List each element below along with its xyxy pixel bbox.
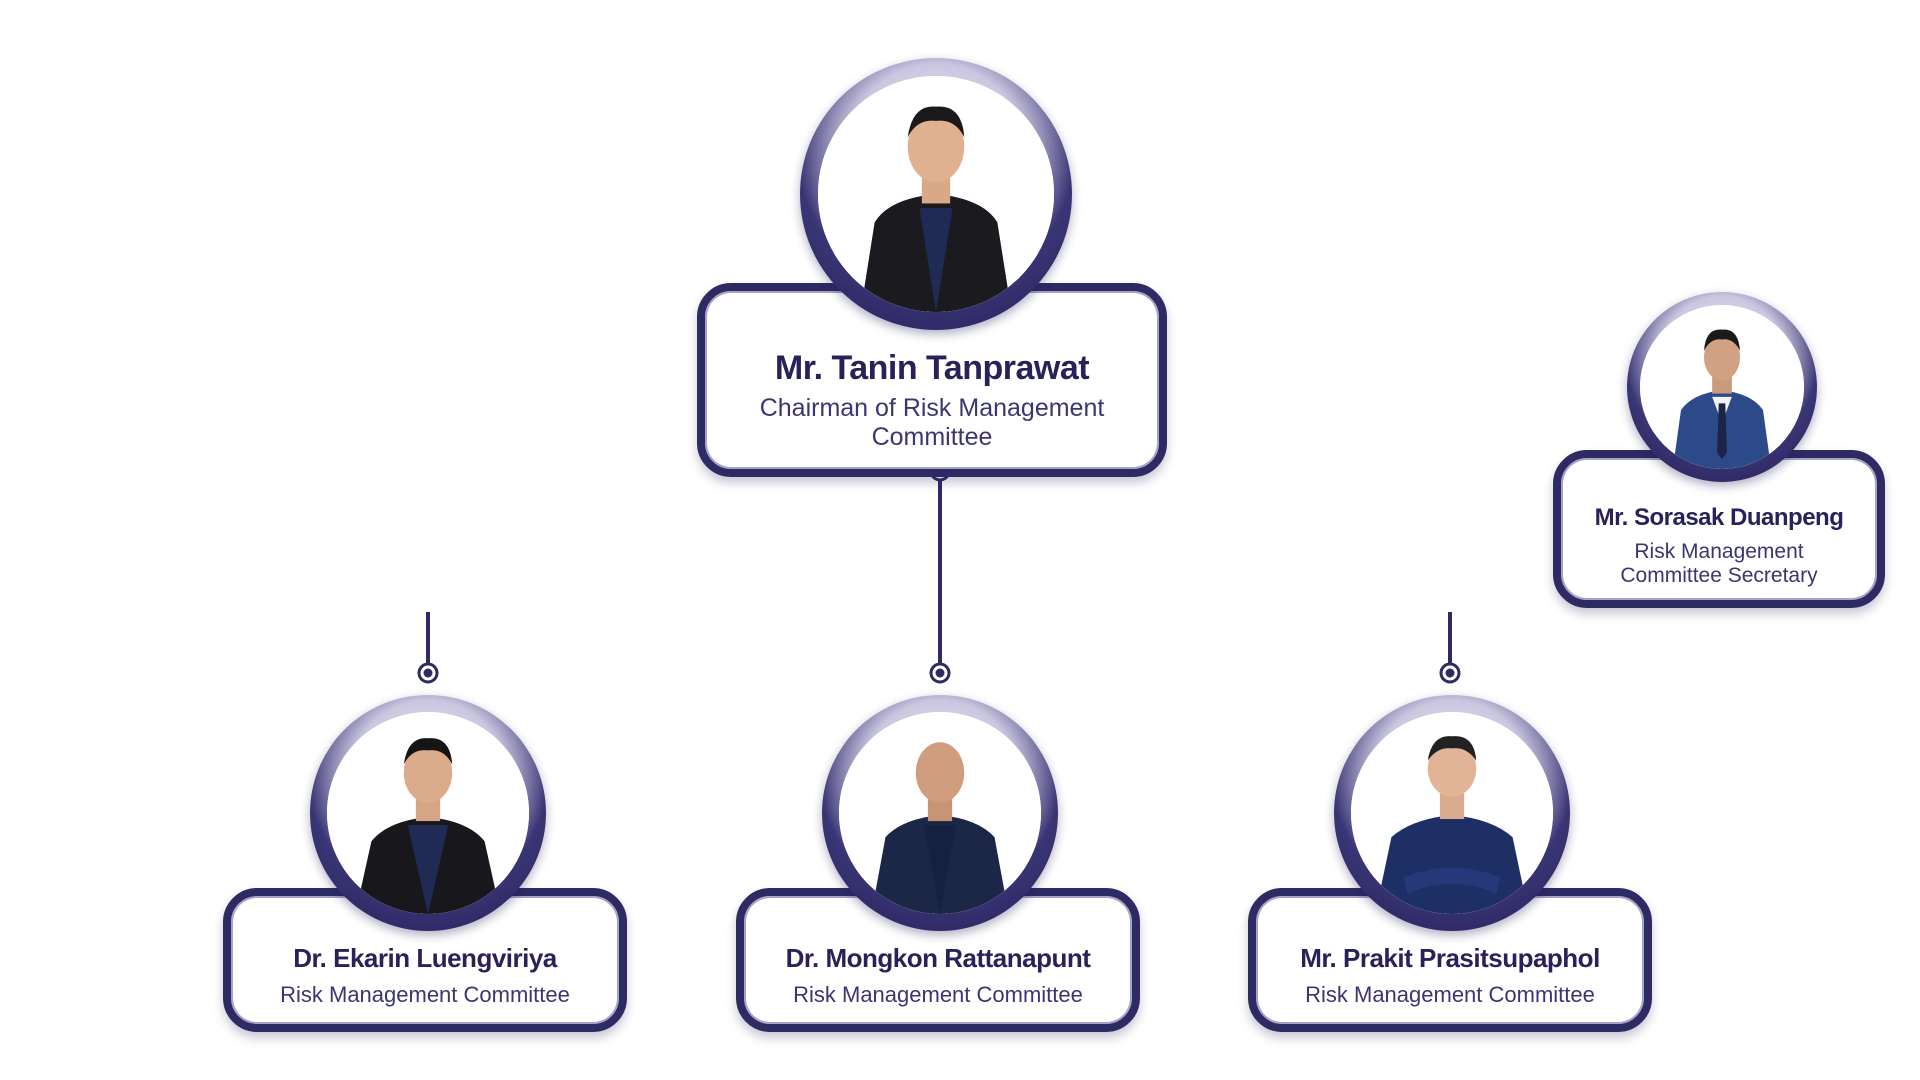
connector-dot-icon (417, 662, 439, 684)
member-photo-ring-3 (1334, 695, 1570, 931)
secretary-role-line1: Risk Management (1634, 540, 1804, 563)
person-photo-icon (818, 76, 1054, 312)
connector-dot-icon (1439, 662, 1461, 684)
connector-dot-icon (929, 662, 951, 684)
secretary-photo-ring (1627, 292, 1817, 482)
member-role-3: Risk Management Committee (1305, 982, 1595, 1007)
member-name-1: Dr. Ekarin Luengviriya (293, 943, 557, 973)
person-photo-icon (1640, 305, 1804, 469)
member-photo-ring-2 (822, 695, 1058, 931)
chairman-role-line2: Committee (871, 423, 993, 451)
person-photo-icon (1351, 712, 1553, 914)
member-role-2: Risk Management Committee (793, 982, 1083, 1007)
person-photo-icon (327, 712, 529, 914)
secretary-role-line2: Committee Secretary (1620, 564, 1818, 587)
chairman-photo-ring (800, 58, 1072, 330)
member-role-1: Risk Management Committee (280, 982, 570, 1007)
chairman-role-line1: Chairman of Risk Management (759, 394, 1105, 422)
person-photo-icon (839, 712, 1041, 914)
secretary-name: Mr. Sorasak Duanpeng (1594, 504, 1844, 531)
member-name-2: Dr. Mongkon Rattanapunt (785, 943, 1091, 973)
member-photo-ring-1 (310, 695, 546, 931)
member-name-3: Mr. Prakit Prasitsupaphol (1300, 943, 1600, 973)
chairman-name: Mr. Tanin Tanprawat (774, 349, 1090, 387)
